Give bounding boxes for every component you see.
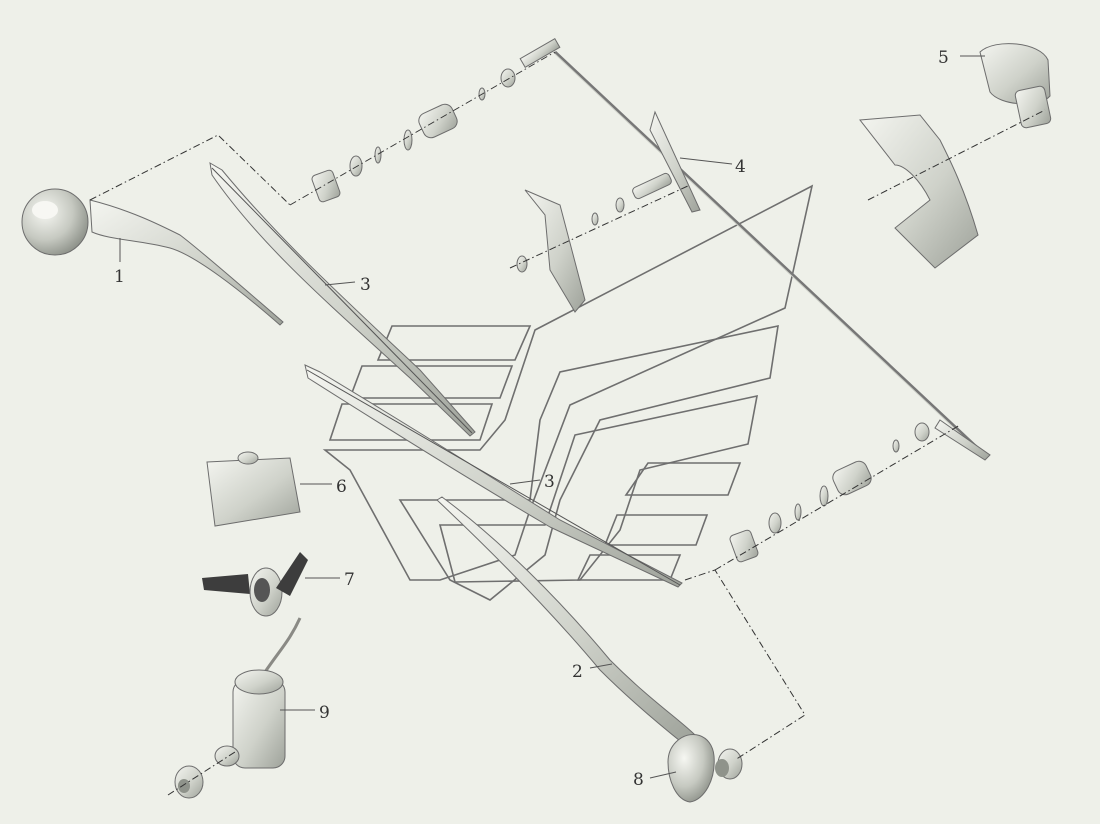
motor-mounting-plate xyxy=(859,114,979,269)
wiper-motor xyxy=(979,43,1052,129)
ball-joint xyxy=(667,734,743,803)
washer-pump xyxy=(174,617,302,799)
wiper-blade-upper xyxy=(209,162,476,437)
callout-3-upper: 3 xyxy=(360,275,371,295)
callout-8: 8 xyxy=(633,770,644,790)
callout-4: 4 xyxy=(735,157,746,177)
lower-pivot-hardware xyxy=(729,422,930,563)
wiper-blade-lower xyxy=(304,364,683,588)
callout-2: 2 xyxy=(572,662,583,682)
callout-5: 5 xyxy=(938,48,949,68)
assembly-lines xyxy=(89,51,1046,796)
left-wiper-arm xyxy=(21,188,284,326)
callout-9: 9 xyxy=(319,703,330,723)
bracket-hardware xyxy=(516,172,672,273)
leader-lines xyxy=(119,55,985,779)
callout-7: 7 xyxy=(344,570,355,590)
callout-3-lower: 3 xyxy=(544,472,555,492)
washer-reservoir xyxy=(206,451,301,527)
callout-6: 6 xyxy=(336,477,347,497)
linkage-rod xyxy=(519,37,991,461)
upper-pivot-hardware xyxy=(311,68,516,203)
callout-1: 1 xyxy=(114,267,125,287)
washer-switch xyxy=(202,552,308,617)
mounting-bracket xyxy=(524,189,586,313)
